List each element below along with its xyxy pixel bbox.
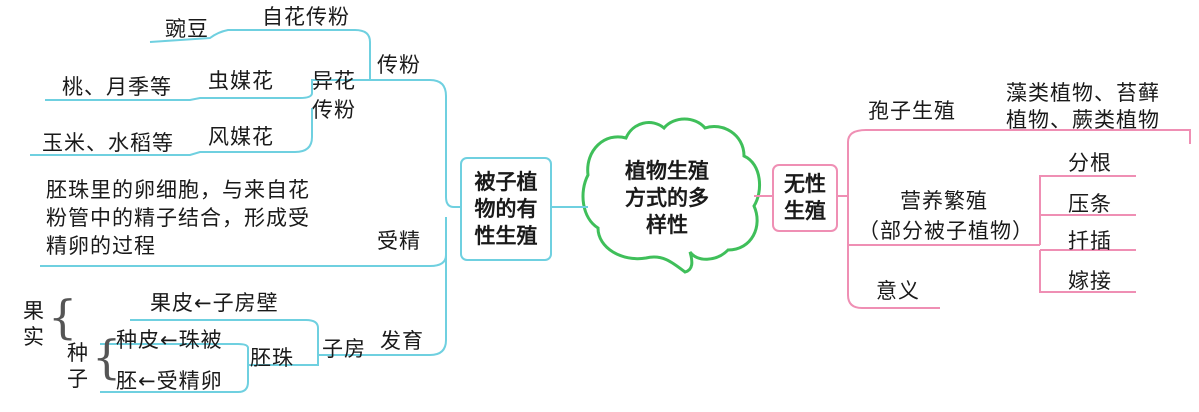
fertilization-desc-line-3: 精卵的过程	[46, 234, 156, 258]
center-line-3: 样性	[646, 213, 688, 237]
fruit-label: 果实	[23, 299, 45, 349]
insect-pollinated-label: 虫媒花	[208, 69, 274, 93]
ovary-label: 子房	[322, 337, 366, 361]
seedcoat-label: 种皮←珠被	[116, 328, 223, 352]
self-pollination-example: 豌豆	[165, 17, 209, 41]
center-node: 植物生殖 方式的多 样性	[598, 158, 736, 239]
center-line-1: 植物生殖	[625, 159, 709, 183]
asexual-reproduction-box: 无性 生殖	[772, 164, 838, 232]
wind-pollinated-example: 玉米、水稻等	[42, 131, 174, 155]
spore-examples-line-1: 藻类植物、苔藓	[1006, 81, 1160, 105]
method-layering: 压条	[1068, 192, 1112, 216]
method-division: 分根	[1068, 151, 1112, 175]
meaning-label: 意义	[876, 279, 920, 303]
vegetative-label-line-2: （部分被子植物）	[858, 219, 1034, 243]
seed-brace: {	[92, 330, 122, 384]
sexual-line-3: 性生殖	[474, 223, 538, 248]
method-cutting: 扦插	[1068, 229, 1112, 253]
cross-pollination-line-2: 传粉	[312, 98, 356, 122]
sexual-reproduction-box: 被子植 物的有 性生殖	[460, 157, 552, 261]
spore-examples-line-2: 植物、蕨类植物	[1006, 108, 1160, 132]
sexual-line-1: 被子植	[474, 169, 538, 194]
vegetative-label-line-1: 营养繁殖	[900, 189, 988, 213]
self-pollination-label: 自花传粉	[262, 5, 350, 29]
insect-pollinated-example: 桃、月季等	[62, 75, 172, 99]
fertilization-label: 受精	[377, 229, 421, 253]
fertilization-desc-line-2: 粉管中的精子结合，形成受	[46, 206, 310, 230]
left-connectors	[30, 29, 588, 393]
seed-label: 种子	[67, 341, 89, 391]
spore-reproduction-label: 孢子生殖	[868, 99, 956, 123]
center-cloud-shape	[581, 117, 761, 274]
ovule-label: 胚珠	[250, 346, 294, 370]
sexual-line-2: 物的有	[474, 196, 538, 221]
pericarp-label: 果皮←子房壁	[150, 291, 279, 315]
center-line-2: 方式的多	[625, 186, 709, 210]
wind-pollinated-label: 风媒花	[208, 125, 274, 149]
embryo-label: 胚←受精卵	[116, 369, 223, 393]
asexual-line-2: 生殖	[784, 199, 826, 223]
fertilization-desc-line-1: 胚珠里的卵细胞，与来自花	[46, 178, 310, 202]
cross-pollination-line-1: 异花	[312, 69, 356, 93]
pollination-label: 传粉	[377, 53, 421, 77]
right-connectors	[754, 129, 1191, 309]
asexual-line-1: 无性	[784, 172, 826, 196]
development-label: 发育	[380, 329, 424, 353]
method-grafting: 嫁接	[1068, 269, 1112, 293]
fruit-brace: {	[48, 290, 78, 344]
